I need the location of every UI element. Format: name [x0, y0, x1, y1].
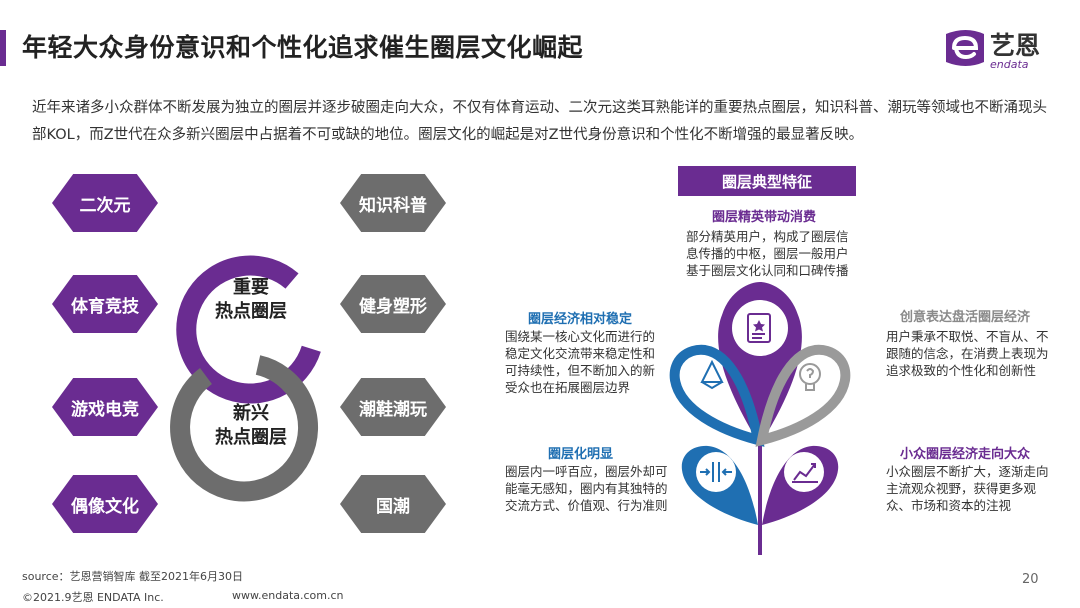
hex-right-3: 潮鞋潮玩: [340, 378, 446, 436]
source-note: source：艺恩营销智库 截至2021年6月30日: [22, 570, 244, 583]
hex-left-2: 体育竞技: [52, 275, 158, 333]
feature-head-1: 圈层精英带动消费: [712, 210, 817, 225]
hex-right-2: 健身塑形: [340, 275, 446, 333]
compress-icon: [700, 462, 732, 482]
ring-label-top-line1: 重要: [233, 277, 269, 298]
feature-head-2: 圈层经济相对稳定: [528, 312, 633, 327]
lower-left-inner: [696, 452, 736, 492]
page-title: 年轻大众身份意识和个性化追求催生圈层文化崛起: [22, 33, 584, 62]
pyramid-icon: [700, 359, 724, 390]
feature-body-3: 用户秉承不取悦、不盲从、不跟随的信念，在消费上表现为追求极致的个性化和创新性: [886, 329, 1049, 378]
feature-title: 圈层典型特征: [678, 166, 856, 196]
feature-body-1: 部分精英用户，构成了圈层信息传播的中枢，圈层一般用户基于圈层文化认同和口碑传播: [686, 229, 849, 278]
hex-right-4: 国潮: [340, 475, 446, 533]
endata-logo-icon: [946, 30, 984, 66]
copyright: ©2021.9艺恩 ENDATA Inc.: [22, 591, 164, 604]
hex-left-4: 偶像文化: [52, 475, 158, 533]
ring-label-bottom-line2: 热点圈层: [215, 427, 287, 448]
hex-left-3: 游戏电竞: [52, 378, 158, 436]
lower-right-inner: [784, 452, 824, 492]
ring-label-bottom: 新兴 热点圈层: [206, 402, 296, 450]
feature-body-5: 小众圈层不断扩大，逐渐走向主流观众视野，获得更多观众、市场和资本的注视: [886, 464, 1049, 513]
feature-body-2: 围绕某一核心文化而进行的稳定文化交流带来稳定性和可持续性，但不断加入的新受众也在…: [505, 329, 656, 395]
logo-text-cn: 艺恩: [990, 31, 1041, 60]
intro-paragraph: 近年来诸多小众群体不断发展为独立的圈层并逐步破圈走向大众，不仅有体育运动、二次元…: [32, 100, 1047, 143]
page-number: 20: [1022, 572, 1039, 587]
ring-diagram: [170, 255, 321, 502]
right-petal-gray: [755, 344, 851, 447]
growth-chart-icon: [792, 463, 818, 483]
hex-right-1: 知识科普: [340, 174, 446, 232]
certificate-icon: [747, 313, 771, 343]
feature-head-4: 圈层化明显: [548, 447, 614, 462]
feature-head-3: 创意表达盘活圈层经济: [900, 310, 1031, 325]
bottom-ring-arc: [170, 355, 319, 502]
feature-body-4: 圈层内一呼百应，圈层外却可能毫无感知，圈内有其独特的交流方式、价值观、行为准则: [505, 464, 668, 513]
hex-left-1: 二次元: [52, 174, 158, 232]
ring-label-top-line2: 热点圈层: [215, 301, 287, 322]
website-link[interactable]: www.endata.com.cn: [232, 589, 344, 602]
ring-label-bottom-line1: 新兴: [233, 403, 269, 424]
feature-head-5: 小众圈层经济走向大众: [900, 447, 1031, 462]
lightbulb-icon: [799, 363, 821, 391]
ring-label-top: 重要 热点圈层: [206, 276, 296, 324]
logo-text-en: endata: [990, 58, 1029, 71]
title-accent-bar: [0, 30, 6, 66]
left-petal-blue: [669, 344, 765, 447]
feature-petal-graphic: [669, 282, 851, 555]
